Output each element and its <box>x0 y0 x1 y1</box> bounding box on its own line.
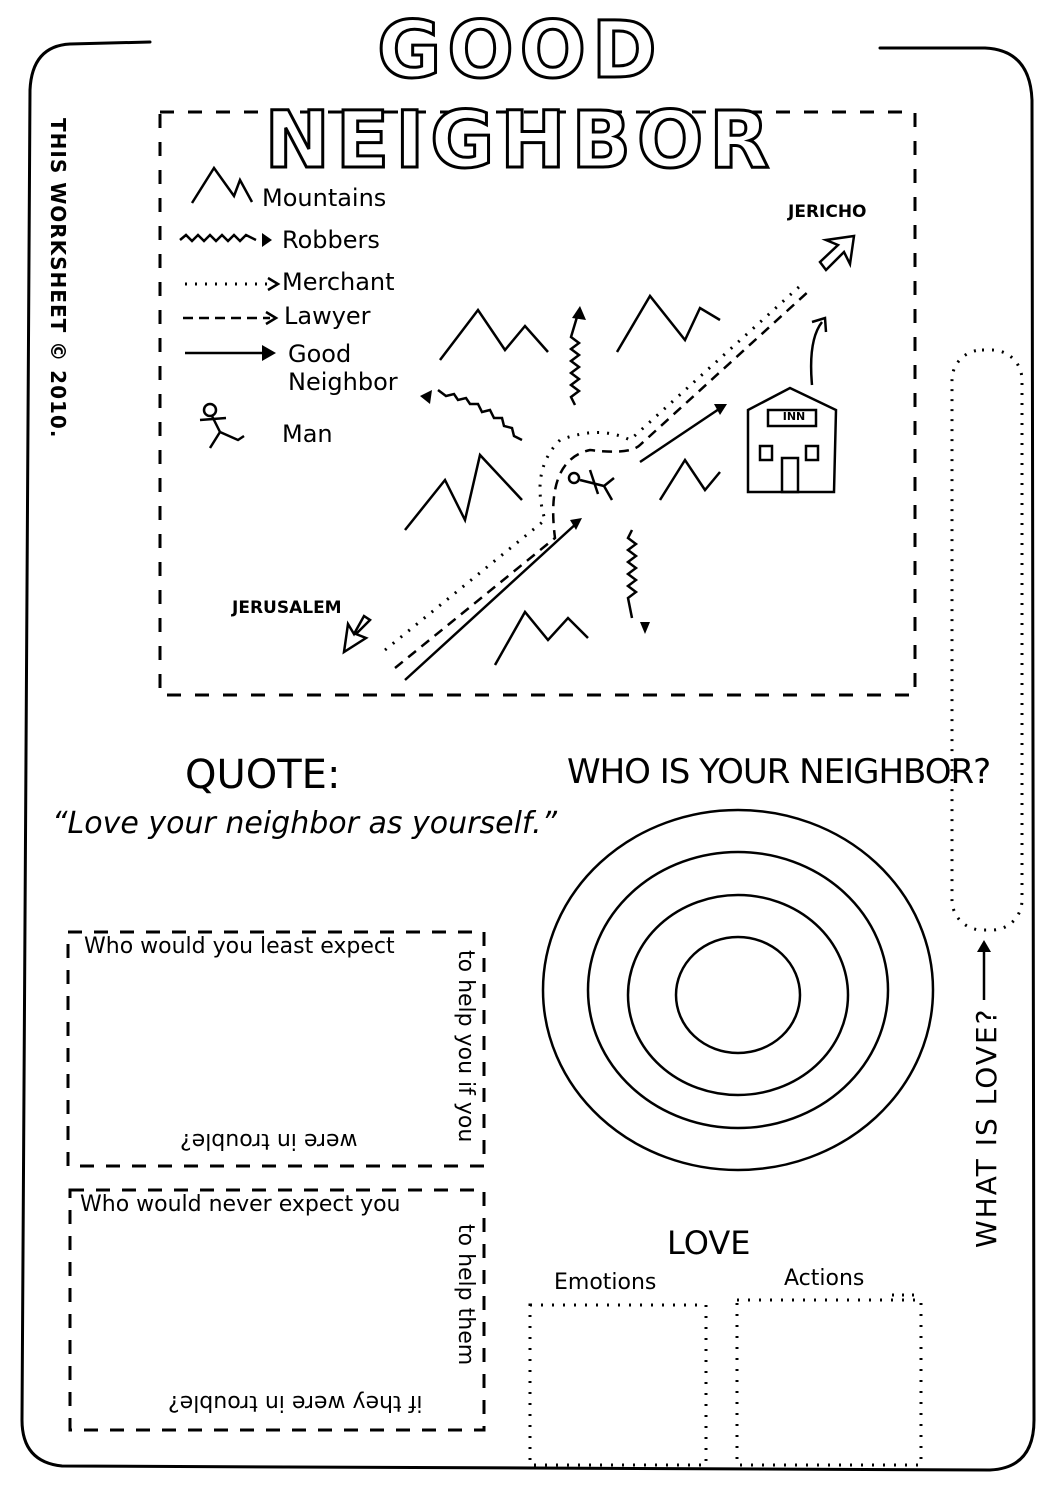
dashed-arrowhead <box>265 310 279 326</box>
actions-label: Actions <box>784 1266 865 1291</box>
jerusalem-arrow <box>342 614 372 655</box>
man-on-map <box>567 469 615 501</box>
map-mountain <box>615 293 721 353</box>
box2-top-text: Who would never expect you <box>80 1192 401 1217</box>
map-mountain <box>658 457 721 501</box>
legend-man-label: Man <box>282 420 333 448</box>
box1-top-text: Who would you least expect <box>84 934 395 959</box>
actions-box <box>735 1298 923 1467</box>
robber-path <box>625 529 639 619</box>
copyright-wrap: THIS WORKSHEET © 2010. <box>46 118 72 448</box>
jericho-label: JERICHO <box>788 202 867 222</box>
inn-building <box>746 386 838 494</box>
what-is-love-wrap: WHAT IS LOVE? <box>968 1000 1008 1250</box>
legend-robbers-label: Robbers <box>282 226 380 254</box>
merchant-route <box>384 284 802 652</box>
map-mountain <box>439 307 549 361</box>
map-mountain <box>493 609 589 666</box>
legend-neighbor-label: Neighbor <box>288 368 398 396</box>
legend-good-label: Good <box>288 340 352 368</box>
copyright-text: THIS WORKSHEET © 2010. <box>46 118 70 439</box>
good-neighbor-route <box>639 403 726 464</box>
solid-arrowhead <box>262 345 276 361</box>
neighbor-target <box>541 808 935 1172</box>
robber-path <box>568 316 582 406</box>
dotted-arrowhead <box>267 276 281 292</box>
map-frame <box>158 110 917 697</box>
legend-lawyer-label: Lawyer <box>284 302 371 330</box>
box1-right-text: to help you if you <box>453 950 478 1143</box>
what-is-love-label: WHAT IS LOVE? <box>970 1007 1003 1248</box>
lawyer-route <box>394 289 811 669</box>
stick-figure-icon <box>199 402 245 449</box>
who-is-your-neighbor-heading: WHO IS YOUR NEIGHBOR? <box>567 752 991 792</box>
emotions-box <box>528 1303 708 1467</box>
zigzag-arrowhead <box>262 233 272 247</box>
jericho-arrow <box>818 234 856 272</box>
good-neighbor-route <box>404 521 579 681</box>
jerusalem-label: JERUSALEM <box>232 598 342 618</box>
page-title: GOOD NEIGHBOR <box>263 5 776 188</box>
box2-bottom-text: if they were in trouble? <box>168 1390 423 1415</box>
emotions-label: Emotions <box>554 1270 657 1295</box>
quote-heading: QUOTE: <box>185 752 341 798</box>
never-expect-box <box>68 1188 486 1432</box>
box1-bottom-text: were in trouble? <box>180 1128 358 1153</box>
least-expect-box <box>66 930 486 1168</box>
love-heading: LOVE <box>667 1224 751 1262</box>
box1-right-wrap: to help you if you <box>452 950 482 1160</box>
quote-text: “Love your neighbor as yourself.” <box>52 806 558 841</box>
map-mountain <box>404 452 523 531</box>
legend-mountains-label: Mountains <box>262 184 387 212</box>
zigzag-arrow-icon <box>179 233 257 243</box>
robber-path <box>437 389 523 442</box>
page-frame <box>20 40 1036 1472</box>
legend-merchant-label: Merchant <box>282 268 395 296</box>
inn-sign: INN <box>782 410 806 423</box>
box2-right-wrap: to help them <box>452 1224 482 1384</box>
what-is-love-box <box>950 348 1024 932</box>
mountains-icon <box>190 165 254 204</box>
box2-right-text: to help them <box>453 1224 478 1366</box>
